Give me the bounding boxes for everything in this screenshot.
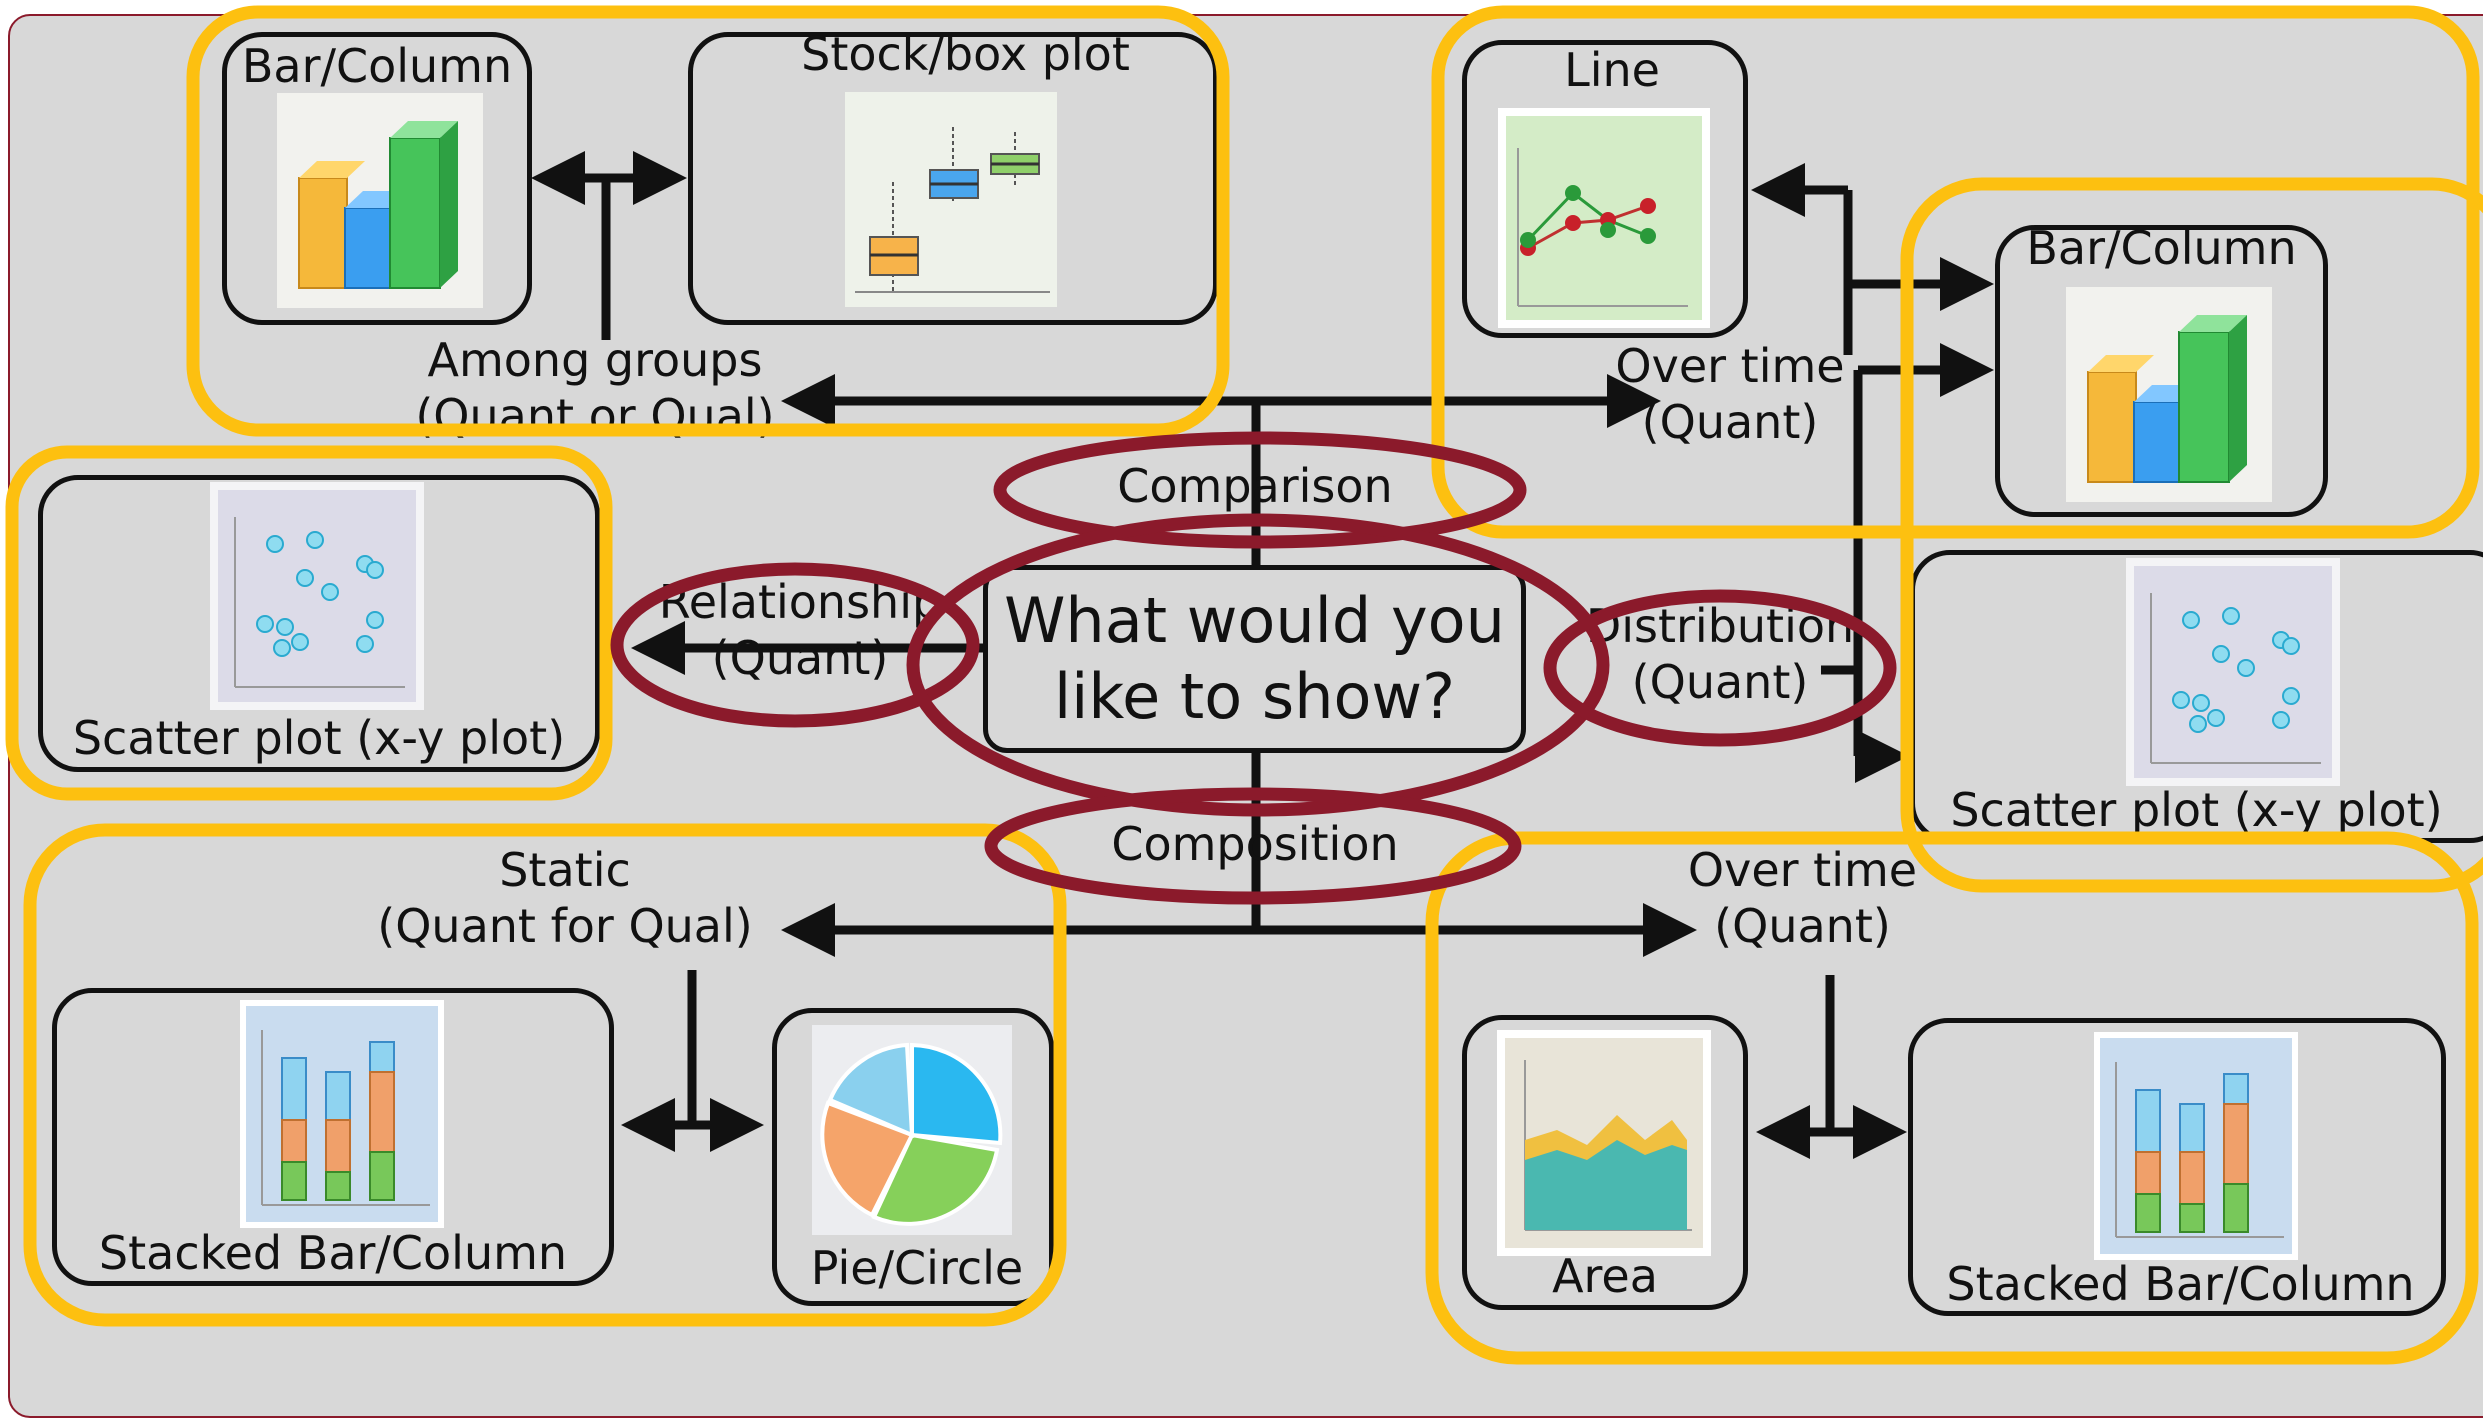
stacked-left-label: Stacked Bar/Column (98, 1226, 568, 1280)
center-question-line2: like to show? (1053, 660, 1456, 733)
over-time-bottom-label: Over time (Quant) (1670, 842, 1935, 954)
bar-chart-icon (2066, 287, 2272, 502)
over-time-bottom-line2: (Quant) (1714, 899, 1891, 953)
static-line2: (Quant for Qual) (377, 899, 753, 953)
line-chart-icon (1498, 108, 1710, 328)
static-label: Static (Quant for Qual) (360, 842, 770, 954)
center-question: What would you like to show? (983, 565, 1526, 753)
relationship-label: Relationship (Quant) (620, 574, 980, 686)
stacked-bar-icon (240, 1000, 444, 1228)
distribution-label: Distribution (Quant) (1540, 598, 1900, 710)
among-groups-label: Among groups (Quant or Qual) (390, 332, 800, 444)
relationship-line1: Relationship (658, 575, 942, 629)
relationship-line2: (Quant) (711, 631, 889, 685)
composition-label: Composition (1111, 817, 1399, 871)
over-time-top-label: Over time (Quant) (1600, 338, 1860, 450)
bar-chart-icon (277, 93, 483, 308)
over-time-bottom-line1: Over time (1687, 843, 1918, 897)
among-groups-line1: Among groups (427, 333, 763, 387)
box-plot-icon (845, 92, 1057, 307)
among-groups-line2: (Quant or Qual) (415, 389, 775, 443)
pie-label: Pie/Circle (810, 1241, 1024, 1295)
line-label: Line (1564, 43, 1660, 97)
area-label: Area (1552, 1249, 1658, 1303)
over-time-top-line2: (Quant) (1641, 395, 1819, 449)
stacked-right-label: Stacked Bar/Column (1946, 1257, 2415, 1311)
bar-column-right-label: Bar/Column (2026, 221, 2297, 275)
pie-chart-icon (812, 1025, 1012, 1235)
distribution-line2: (Quant) (1631, 655, 1809, 709)
stock-box-plot-label: Stock/box plot (801, 27, 1130, 81)
center-question-line1: What would you (1004, 584, 1505, 657)
scatter-left-label: Scatter plot (x-y plot) (72, 711, 566, 765)
bar-column-top-label: Bar/Column (241, 39, 513, 93)
scatter-plot-icon (210, 482, 424, 710)
scatter-plot-icon (2126, 558, 2340, 786)
scatter-right-label: Scatter plot (x-y plot) (1950, 783, 2443, 837)
area-chart-icon (1497, 1030, 1711, 1256)
distribution-line1: Distribution (1585, 599, 1855, 653)
stacked-bar-icon (2094, 1032, 2298, 1260)
static-line1: Static (499, 843, 631, 897)
comparison-label: Comparison (1117, 459, 1393, 513)
over-time-top-line1: Over time (1615, 339, 1845, 393)
